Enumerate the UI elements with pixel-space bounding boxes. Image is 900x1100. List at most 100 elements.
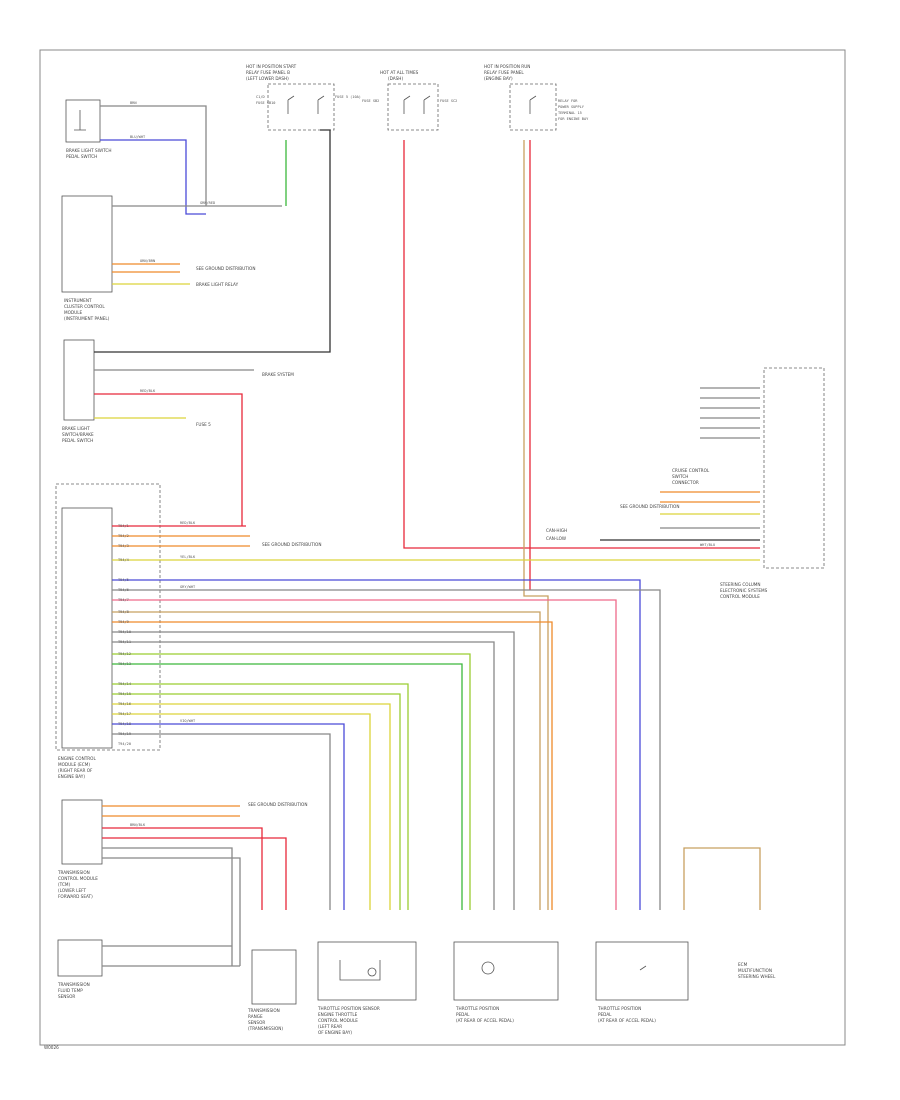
- svg-text:ENGINE BAY): ENGINE BAY): [58, 774, 85, 779]
- svg-text:C1/D: C1/D: [256, 95, 265, 99]
- note-brake-system: BRAKE SYSTEM: [262, 372, 294, 377]
- ecm-pin-label: T94/18: [118, 722, 131, 726]
- wire-label-green: GRN/RED: [200, 201, 215, 205]
- svg-text:ELECTRONIC SYSTEMS: ELECTRONIC SYSTEMS: [720, 588, 768, 593]
- svg-text:(AT REAR OF ACCEL PEDAL): (AT REAR OF ACCEL PEDAL): [456, 1018, 514, 1023]
- svg-text:(TCM): (TCM): [58, 882, 70, 887]
- note-ground-4: SEE GROUND DISTRIBUTION: [620, 504, 679, 509]
- ecm-pin-label: T94/12: [118, 652, 131, 656]
- ecm-pin-label: T94/20: [118, 742, 131, 746]
- ecm-pin-label: T94/16: [118, 702, 131, 706]
- note-can-high: CAN-HIGH: [546, 528, 567, 533]
- svg-text:MODULE: MODULE: [64, 310, 83, 315]
- power-source-mid: HOT AT ALL TIMES (DASH) FUSE SB2 FUSE SC…: [362, 70, 457, 131]
- wire-label-violet: VIO/WHT: [180, 719, 196, 723]
- svg-text:FUSE 5 (10A): FUSE 5 (10A): [335, 95, 361, 99]
- svg-text:(LEFT REAR: (LEFT REAR: [318, 1024, 342, 1029]
- svg-text:THROTTLE POSITION: THROTTLE POSITION: [597, 1006, 641, 1011]
- wire-label-yellow: YEL/BLK: [180, 555, 196, 559]
- svg-text:FUSE SC2: FUSE SC2: [440, 99, 457, 103]
- wire-label-tcm: BRN/BLK: [130, 823, 146, 827]
- svg-text:CONTROL MODULE: CONTROL MODULE: [720, 594, 760, 599]
- wire-label-brown: BRN: [130, 101, 137, 105]
- svg-text:FUSE SB10: FUSE SB10: [256, 101, 275, 105]
- svg-text:INSTRUMENT: INSTRUMENT: [64, 298, 92, 303]
- throttle-body: THROTTLE POSITION SENSOR ENGINE THROTTLE…: [317, 941, 417, 1035]
- power-source-right: HOT IN POSITION RUN RELAY FUSE PANEL (EN…: [484, 64, 589, 131]
- svg-text:TRANSMISSION: TRANSMISSION: [57, 870, 90, 875]
- svg-text:CONTROL MODULE: CONTROL MODULE: [58, 876, 98, 881]
- power-source-left: HOT IN POSITION START RELAY FUSE PANEL B…: [246, 64, 361, 131]
- svg-text:ENGINE THROTTLE: ENGINE THROTTLE: [318, 1012, 358, 1017]
- svg-text:RELAY FUSE PANEL: RELAY FUSE PANEL: [484, 70, 524, 75]
- wire-label-red: RED/BLK: [140, 389, 156, 393]
- wire-label-blue: BLU/WHT: [130, 135, 146, 139]
- svg-text:CONNECTOR: CONNECTOR: [672, 480, 699, 485]
- steering-wheel-module: ECM MULTIFUNCTION STEERING WHEEL: [738, 962, 776, 979]
- svg-text:FORWARD SEAT): FORWARD SEAT): [58, 894, 93, 899]
- wire-label-white: WHT/BLU: [700, 543, 715, 547]
- brake-pedal-switch: BRAKE LIGHT SWITCH/BRAKE PEDAL SWITCH: [62, 339, 95, 443]
- ecm-pin-label: T94/11: [118, 640, 131, 644]
- note-hot-fuse: FUSE 5: [196, 422, 211, 427]
- ecm-pin-label: T94/8: [118, 610, 129, 614]
- svg-text:HOT AT ALL TIMES: HOT AT ALL TIMES: [380, 70, 419, 75]
- svg-text:THROTTLE POSITION SENSOR: THROTTLE POSITION SENSOR: [317, 1006, 380, 1011]
- throttle-pedal-sensor-2: THROTTLE POSITION PEDAL (AT REAR OF ACCE…: [595, 941, 689, 1023]
- svg-text:PEDAL SWITCH: PEDAL SWITCH: [62, 438, 93, 443]
- wire-label-red-2: RED/BLK: [180, 521, 196, 525]
- note-ground-1: SEE GROUND DISTRIBUTION: [196, 266, 255, 271]
- svg-text:THROTTLE POSITION: THROTTLE POSITION: [455, 1006, 499, 1011]
- svg-text:FUSE SB2: FUSE SB2: [362, 99, 379, 103]
- svg-text:RANGE: RANGE: [248, 1014, 263, 1019]
- svg-text:MULTIFUNCTION: MULTIFUNCTION: [738, 968, 772, 973]
- ecm-pin-label: T94/17: [118, 712, 131, 716]
- svg-text:SWITCH/BRAKE: SWITCH/BRAKE: [62, 432, 94, 437]
- svg-text:PEDAL: PEDAL: [456, 1012, 470, 1017]
- svg-text:CONTROL MODULE: CONTROL MODULE: [318, 1018, 358, 1023]
- diagram-frame: [39, 49, 846, 1046]
- ecm-pin-list: T94/1T94/2T94/3T94/4T94/5T94/6T94/7T94/8…: [118, 524, 131, 746]
- svg-text:MODULE (ECM): MODULE (ECM): [58, 762, 90, 767]
- note-ground-2: SEE GROUND DISTRIBUTION: [262, 542, 321, 547]
- svg-text:TERMINAL 15: TERMINAL 15: [558, 111, 582, 115]
- svg-text:RELAY FUSE PANEL B: RELAY FUSE PANEL B: [246, 70, 290, 75]
- ecm-pin-label: T94/10: [118, 630, 131, 634]
- brake-light-switch: BRAKE LIGHT SWITCH PEDAL SWITCH: [65, 99, 111, 159]
- note-brake-relay: BRAKE LIGHT RELAY: [196, 282, 239, 287]
- instrument-cluster: INSTRUMENT CLUSTER CONTROL MODULE (INSTR…: [61, 195, 113, 321]
- ecm-pin-label: T94/1: [118, 524, 129, 528]
- svg-text:(LEFT LOWER DASH): (LEFT LOWER DASH): [246, 76, 289, 81]
- svg-text:POWER SUPPLY: POWER SUPPLY: [558, 105, 585, 109]
- ecm-pin-label: T94/13: [118, 662, 131, 666]
- ecm-pin-label: T94/15: [118, 692, 131, 696]
- svg-text:SENSOR: SENSOR: [248, 1020, 265, 1025]
- svg-text:CLUSTER CONTROL: CLUSTER CONTROL: [64, 304, 105, 309]
- svg-text:STEERING COLUMN: STEERING COLUMN: [720, 582, 761, 587]
- note-ground-3: SEE GROUND DISTRIBUTION: [248, 802, 307, 807]
- svg-text:SWITCH: SWITCH: [672, 474, 688, 479]
- ecm-pin-label: T94/5: [118, 578, 129, 582]
- svg-text:PEDAL SWITCH: PEDAL SWITCH: [66, 154, 97, 159]
- svg-text:(AT REAR OF ACCEL PEDAL): (AT REAR OF ACCEL PEDAL): [598, 1018, 656, 1023]
- svg-text:BRAKE LIGHT SWITCH: BRAKE LIGHT SWITCH: [66, 148, 111, 153]
- throttle-pedal-sensor-1: THROTTLE POSITION PEDAL (AT REAR OF ACCE…: [453, 941, 559, 1023]
- footer-code: W0026: [44, 1045, 59, 1050]
- transmission-fluid-sensor: TRANSMISSION FLUID TEMP SENSOR: [57, 939, 103, 999]
- svg-text:BRAKE LIGHT: BRAKE LIGHT: [62, 426, 90, 431]
- ecm-pin-label: T94/14: [118, 682, 131, 686]
- svg-text:RELAY FOR: RELAY FOR: [558, 99, 578, 103]
- svg-text:SENSOR: SENSOR: [58, 994, 75, 999]
- wire-label-orange: ORN/BRN: [140, 259, 155, 263]
- svg-text:PEDAL: PEDAL: [598, 1012, 612, 1017]
- svg-text:ENGINE CONTROL: ENGINE CONTROL: [58, 756, 96, 761]
- svg-text:HOT IN POSITION RUN: HOT IN POSITION RUN: [484, 64, 530, 69]
- svg-text:(LOWER LEFT: (LOWER LEFT: [58, 888, 86, 893]
- svg-text:(RIGHT REAR OF: (RIGHT REAR OF: [58, 768, 93, 773]
- ecm-pin-label: T94/2: [118, 534, 129, 538]
- transmission-range-sensor: TRANSMISSION RANGE SENSOR (TRANSMISSION): [247, 949, 297, 1031]
- svg-text:TRANSMISSION: TRANSMISSION: [247, 1008, 280, 1013]
- svg-text:HOT IN POSITION START: HOT IN POSITION START: [246, 64, 297, 69]
- svg-text:CRUISE CONTROL: CRUISE CONTROL: [672, 468, 710, 473]
